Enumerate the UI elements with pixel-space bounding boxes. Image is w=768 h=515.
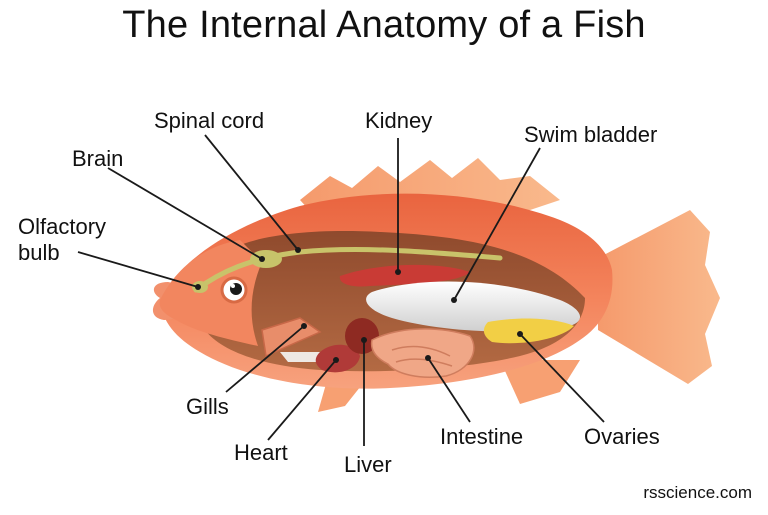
label-ovaries: Ovaries — [584, 424, 660, 450]
label-olfactory-line1: Olfactory — [18, 214, 106, 240]
label-gills: Gills — [186, 394, 229, 420]
label-swim-bladder: Swim bladder — [524, 122, 657, 148]
leader-brain — [108, 168, 262, 259]
label-intestine: Intestine — [440, 424, 523, 450]
label-kidney: Kidney — [365, 108, 432, 134]
label-spinal-cord: Spinal cord — [154, 108, 264, 134]
tail-fin — [598, 210, 720, 384]
label-olfactory-line2: bulb — [18, 240, 60, 266]
label-heart: Heart — [234, 440, 288, 466]
source-credit: rsscience.com — [643, 483, 752, 503]
leader-olfactory-bulb — [78, 252, 198, 287]
brain-organ — [250, 250, 282, 268]
label-brain: Brain — [72, 146, 123, 172]
label-liver: Liver — [344, 452, 392, 478]
